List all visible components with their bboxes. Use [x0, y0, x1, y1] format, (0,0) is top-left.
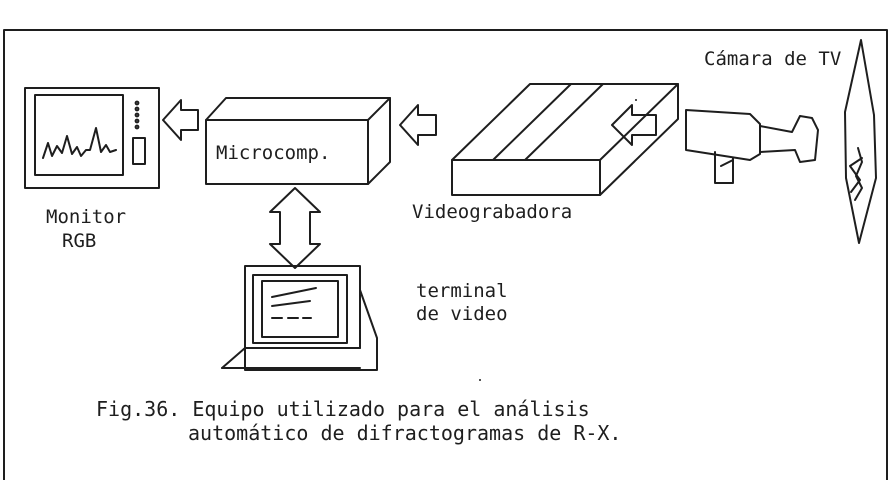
arrow-to-vcr	[611, 104, 657, 146]
vcr-label: Videograbadora	[412, 201, 573, 223]
tv-camera-label: Cámara de TV	[704, 48, 842, 70]
figure-caption-line2: automático de difractogramas de R-X.	[188, 421, 622, 445]
rgb-monitor-drawing	[24, 87, 160, 189]
figure-caption-line1: Fig.36. Equipo utilizado para el análisi…	[96, 397, 590, 421]
scan-speck	[635, 99, 637, 101]
microcomputer-label: Microcomp.	[216, 142, 331, 164]
figure-frame	[3, 29, 888, 480]
diffractogram-drawing	[844, 39, 877, 244]
monitor-label: Monitor	[46, 206, 127, 228]
terminal-drawing	[221, 265, 378, 371]
monitor-label-rgb: RGB	[62, 230, 97, 252]
vcr-drawing	[451, 83, 679, 196]
terminal-label-video: de video	[416, 303, 508, 325]
tv-camera-drawing	[685, 109, 819, 184]
arrow-to-monitor	[162, 99, 199, 141]
scan-speck	[479, 379, 481, 381]
terminal-label: terminal	[416, 280, 508, 302]
microcomputer-drawing	[205, 97, 391, 185]
arrow-to-microcomputer	[399, 104, 437, 146]
double-arrow-terminal	[269, 187, 321, 269]
